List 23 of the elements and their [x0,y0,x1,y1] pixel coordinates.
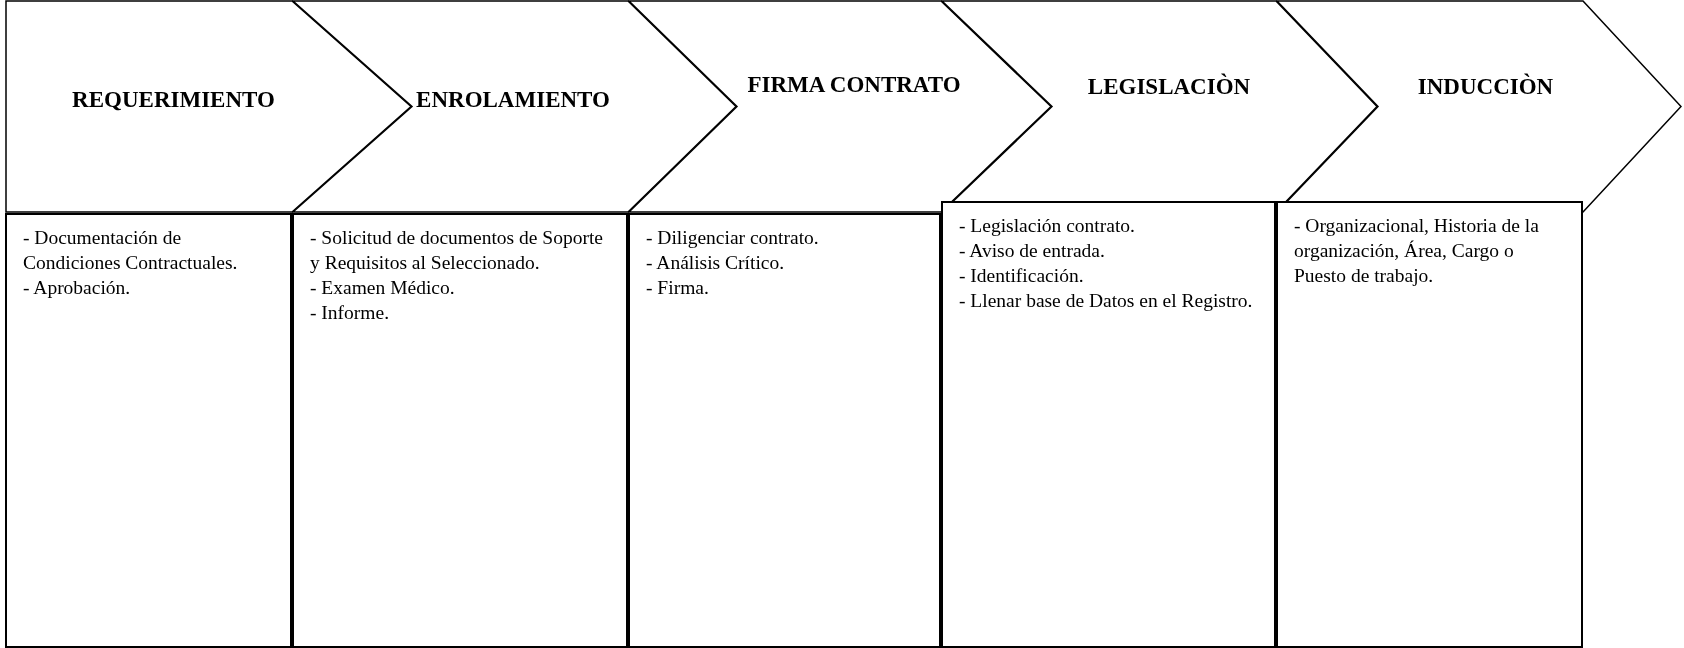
step-detail-box [5,213,292,648]
step-detail-box [628,213,941,648]
step-detail-box [1276,201,1583,648]
detail-item: - Identificación. [959,264,1085,288]
detail-item: - Examen Médico. [310,276,456,300]
detail-item: - Aprobación. [23,276,132,300]
detail-item: - Organizacional, Historia de la organización, Área, Cargo o Puesto de trabajo. [1294,214,1540,288]
step-detail-box [941,201,1276,648]
step-detail-box [292,213,628,648]
detail-item: - Análisis Crítico. [646,251,786,275]
detail-item: - Solicitud de documentos de Soporte y Requisitos al Seleccionado. [310,226,604,275]
detail-item: - Informe. [310,301,391,325]
detail-item: - Diligenciar contrato. [646,226,820,250]
step-title: INDUCCIÒN [1416,72,1555,101]
detail-item: - Aviso de entrada. [959,239,1106,263]
detail-item: - Documentación de Condiciones Contractuales. [23,226,239,275]
step-title: ENROLAMIENTO [415,86,611,114]
detail-item: - Llenar base de Datos en el Registro. [959,289,1254,313]
detail-item: - Firma. [646,276,710,300]
detail-item: - Legislación contrato. [959,214,1136,238]
step-title: FIRMA CONTRATO [747,71,961,99]
step-title: REQUERIMIENTO [71,86,276,114]
step-title: LEGISLACIÒN [1086,72,1252,101]
